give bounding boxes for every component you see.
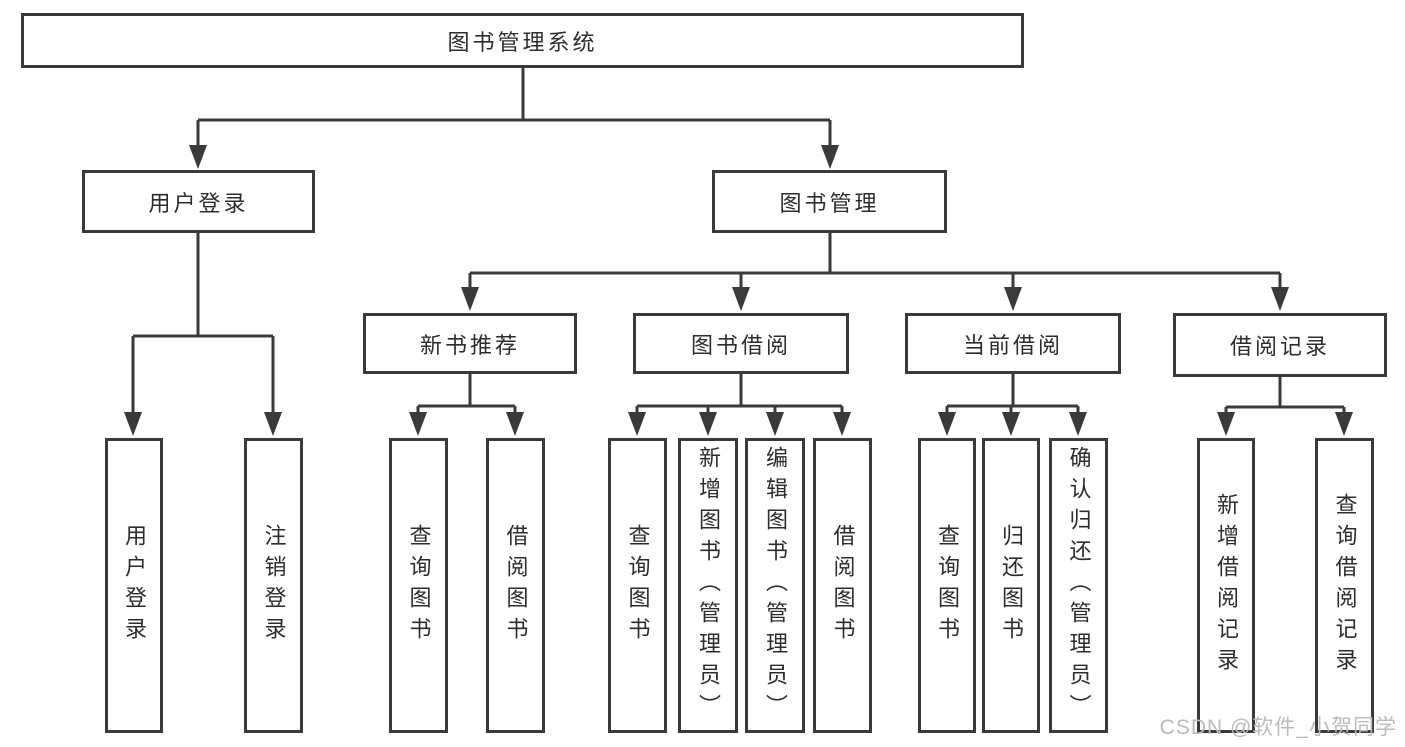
arrow-down-icon — [833, 412, 851, 436]
arrow-down-icon — [821, 145, 839, 169]
connector-line — [131, 233, 275, 413]
connector-line — [468, 233, 1282, 290]
node-label: 图书管理系统 — [447, 29, 598, 55]
connector-new-book-children — [409, 374, 524, 436]
arrow-down-icon — [1002, 412, 1020, 436]
node-leaf-confirm-return-admin: 确认归还（管理员） — [1049, 438, 1108, 733]
arrow-down-icon — [506, 412, 524, 436]
node-label: 当前借阅 — [962, 332, 1063, 358]
node-leaf-add-books-admin: 新增图书（管理员） — [678, 438, 738, 733]
connector-current-borrow-children — [938, 374, 1087, 436]
node-label: 编辑图书（管理员） — [763, 446, 788, 725]
node-leaf-add-borrow-record: 新增借阅记录 — [1197, 438, 1255, 733]
node-label: 借阅图书 — [830, 523, 856, 648]
arrow-down-icon — [938, 412, 956, 436]
node-leaf-logout: 注销登录 — [244, 438, 303, 733]
node-label: 归还图书 — [999, 523, 1024, 648]
arrow-down-icon — [189, 145, 207, 169]
node-label: 查询图书 — [406, 523, 432, 648]
node-library-system: 图书管理系统 — [21, 13, 1024, 68]
connector-book-borrow-children — [628, 374, 851, 436]
arrow-down-icon — [1004, 287, 1022, 311]
node-label: 新增图书（管理员） — [696, 446, 721, 725]
arrow-down-icon — [1271, 287, 1289, 311]
node-label: 用户登录 — [148, 190, 249, 216]
node-label: 图书管理 — [779, 190, 880, 216]
arrow-down-icon — [699, 412, 717, 436]
node-leaf-borrow-books-recommend: 借阅图书 — [486, 438, 545, 733]
node-label: 查询图书 — [935, 523, 960, 648]
connector-root-to-level2 — [189, 68, 839, 169]
arrow-down-icon — [124, 412, 142, 436]
node-label: 查询图书 — [625, 523, 651, 648]
connector-book-management-children — [461, 233, 1289, 311]
arrow-down-icon — [732, 287, 750, 311]
node-book-borrow: 图书借阅 — [633, 313, 849, 374]
arrow-down-icon — [1217, 412, 1235, 436]
arrow-down-icon — [264, 412, 282, 436]
connector-line — [945, 374, 1080, 414]
arrow-down-icon — [628, 412, 646, 436]
watermark: CSDN @软件_小贺同学 — [1159, 716, 1397, 739]
node-label: 新书推荐 — [419, 332, 520, 358]
node-leaf-user-login: 用户登录 — [105, 438, 163, 733]
arrow-down-icon — [409, 412, 427, 436]
connector-line — [1224, 377, 1346, 414]
node-current-borrow: 当前借阅 — [905, 313, 1121, 374]
connector-user-login-children — [124, 233, 282, 436]
node-label: 查询借阅记录 — [1332, 492, 1358, 679]
node-leaf-query-borrow-record: 查询借阅记录 — [1315, 438, 1374, 733]
node-label: 注销登录 — [261, 523, 287, 648]
node-new-book-recommend: 新书推荐 — [363, 313, 577, 374]
connector-line — [416, 374, 517, 414]
arrow-down-icon — [461, 287, 479, 311]
connector-borrow-record-children — [1217, 377, 1353, 436]
connector-line — [635, 374, 844, 414]
arrow-down-icon — [1335, 412, 1353, 436]
node-label: 图书借阅 — [690, 332, 791, 358]
node-leaf-borrow-books: 借阅图书 — [813, 438, 872, 733]
node-label: 借阅图书 — [503, 523, 529, 648]
node-label: 用户登录 — [122, 523, 147, 648]
connector-line — [196, 68, 832, 149]
node-leaf-query-books-borrow: 查询图书 — [608, 438, 667, 733]
node-borrow-record: 借阅记录 — [1173, 313, 1387, 377]
node-user-login: 用户登录 — [82, 170, 315, 233]
node-leaf-query-books-current: 查询图书 — [918, 438, 976, 733]
arrow-down-icon — [1069, 412, 1087, 436]
node-leaf-query-books-recommend: 查询图书 — [389, 438, 448, 733]
node-label: 借阅记录 — [1229, 334, 1330, 359]
node-book-management: 图书管理 — [712, 170, 947, 233]
node-label: 新增借阅记录 — [1214, 492, 1239, 679]
node-leaf-return-books: 归还图书 — [982, 438, 1040, 733]
node-label: 确认归还（管理员） — [1066, 446, 1092, 725]
arrow-down-icon — [766, 412, 784, 436]
node-leaf-edit-books-admin: 编辑图书（管理员） — [745, 438, 805, 733]
